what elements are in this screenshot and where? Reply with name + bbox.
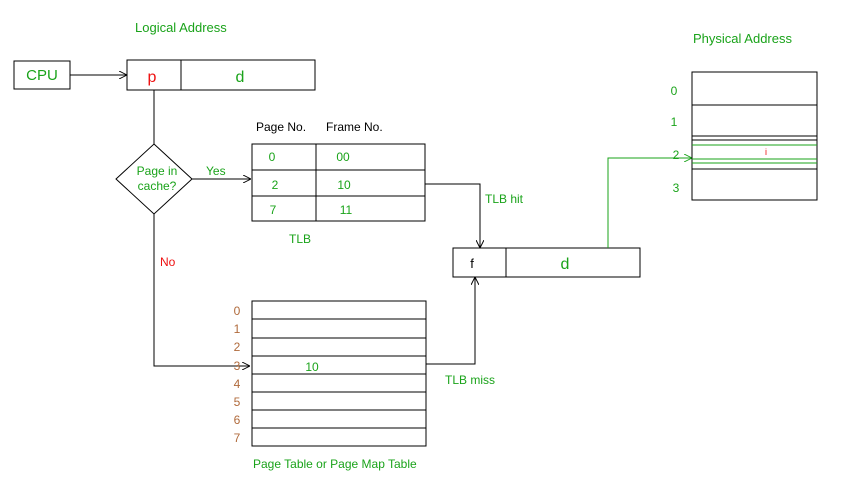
page-table-caption: Page Table or Page Map Table — [253, 457, 417, 471]
logical-address-title: Logical Address — [135, 20, 227, 35]
frame-label: 0 — [671, 84, 678, 98]
physical-address-title: Physical Address — [693, 31, 792, 46]
tlb-table: 0 00 2 10 7 11 — [251, 143, 426, 222]
tlb-miss-arrow — [426, 277, 475, 365]
page-index: 4 — [234, 377, 241, 391]
tlb-caption: TLB — [289, 232, 311, 246]
memory-marker: i — [765, 147, 767, 157]
tlb-row-page: 0 — [269, 150, 276, 164]
tlb-row-page: 2 — [272, 178, 279, 192]
decision-line1: Page in — [137, 164, 178, 178]
frame-label: 1 — [671, 115, 678, 129]
tlb-hit-arrow — [425, 183, 480, 248]
physical-offset-field: d — [561, 256, 570, 273]
frame-label: 2 — [673, 148, 680, 162]
logical-address-register: p d — [126, 59, 316, 91]
tlb-row-frame: 10 — [337, 178, 351, 192]
tlb-row-page: 7 — [270, 203, 277, 217]
frame-label: 3 — [673, 181, 680, 195]
page-number-field: p — [148, 69, 157, 86]
tlb-header-frame: Frame No. — [326, 120, 383, 134]
tlb-miss-label: TLB miss — [445, 373, 495, 387]
page-in-cache-decision: Page in cache? — [115, 143, 193, 215]
frame-field: f — [470, 256, 474, 271]
decision-line2: cache? — [138, 179, 177, 193]
page-index: 6 — [234, 413, 241, 427]
page-index: 7 — [234, 431, 241, 445]
page-table: 10 — [251, 300, 427, 447]
page-index: 1 — [234, 322, 241, 336]
tlb-row-frame: 00 — [336, 150, 350, 164]
no-label: No — [160, 255, 176, 269]
physical-address-register: f d — [452, 247, 641, 278]
no-arrow — [153, 214, 250, 366]
tlb-hit-label: TLB hit — [485, 192, 524, 206]
page-index: 0 — [234, 304, 241, 318]
page-table-entry: 10 — [305, 360, 319, 374]
offset-field: d — [236, 69, 245, 86]
page-index: 2 — [234, 340, 241, 354]
page-index: 5 — [234, 395, 241, 409]
physical-address-arrow — [607, 158, 692, 248]
cpu-box: CPU — [13, 60, 71, 90]
page-index: 3 — [234, 359, 241, 373]
cpu-label: CPU — [26, 67, 58, 84]
physical-memory: i — [691, 71, 818, 201]
tlb-row-frame: 11 — [340, 203, 353, 217]
yes-label: Yes — [206, 164, 226, 178]
tlb-header-page: Page No. — [256, 120, 306, 134]
